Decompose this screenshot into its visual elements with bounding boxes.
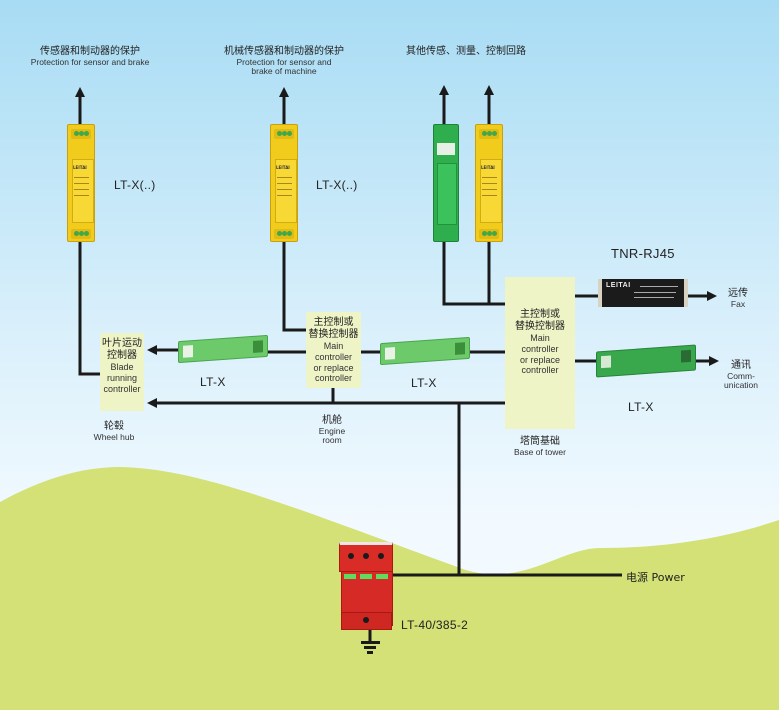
location-tower: 塔筒基础 Base of tower (500, 436, 580, 457)
label-comm-en1: Comm- (727, 370, 755, 381)
output-label-hub-en: Protection for sensor and brake (30, 56, 150, 67)
controller-main-engine: 主控制或 替换控制器 Main controller or replace co… (306, 312, 361, 388)
controller-main-engine-en3: or replace (313, 362, 354, 373)
output-label-engine-en1: Protection for sensor and (236, 56, 332, 67)
model-label-ltx-paren-1: LT-X(..) (114, 178, 156, 192)
output-label-engine-zh: 机械传感器和制动器的保护 (224, 46, 344, 57)
controller-main-engine-zh2: 替换控制器 (308, 329, 359, 340)
wire-tower-sensors (442, 242, 505, 306)
output-label-hub: 传感器和制动器的保护 Protection for sensor and bra… (20, 46, 160, 67)
location-hub: 轮毂 Wheel hub (84, 421, 144, 442)
label-power: 电源 Power (626, 567, 685, 585)
module-tnr-rj45: LEITAI (598, 279, 688, 307)
controller-main-tower-en2: controller (521, 343, 559, 354)
output-label-engine-en2: brake of machine (251, 66, 317, 77)
brand-logo: LEITAI (606, 282, 631, 289)
controller-blade-zh2: 控制器 (107, 350, 137, 361)
controller-blade: 叶片运动 控制器 Blade running controller (100, 333, 144, 411)
label-comm-en2: unication (723, 380, 759, 391)
controller-main-tower: 主控制或 替换控制器 Main controller or replace co… (505, 277, 575, 429)
label-fax: 远传 Fax (720, 288, 756, 309)
location-hub-zh: 轮毂 (104, 421, 124, 432)
output-label-hub-zh: 传感器和制动器的保护 (40, 46, 140, 57)
model-label-tnr: TNR-RJ45 (611, 246, 675, 261)
location-tower-zh: 塔筒基础 (520, 436, 560, 447)
controller-main-engine-en2: controller (314, 351, 352, 362)
label-power-text: 电源 Power (626, 571, 685, 584)
controller-blade-en3: controller (103, 383, 141, 394)
output-label-engine: 机械传感器和制动器的保护 Protection for sensor and b… (214, 46, 354, 77)
location-tower-en: Base of tower (514, 446, 566, 457)
controller-blade-en1: Blade (110, 362, 134, 372)
model-label-ltx-2: LT-X (411, 376, 437, 390)
controller-blade-zh1: 叶片运动 (102, 338, 142, 349)
controller-main-tower-zh2: 替换控制器 (515, 321, 565, 332)
controller-main-tower-en3: or replace (519, 354, 561, 365)
label-fax-en: Fax (730, 298, 746, 309)
brand-logo: LEITAI (481, 165, 495, 170)
label-comm: 通讯 Comm- unication (716, 360, 766, 391)
module-ltx-paren-hub: LEITAI (67, 124, 95, 242)
controller-main-tower-zh1: 主控制或 (520, 309, 560, 320)
output-label-tower: 其他传感、测量、控制回路 (406, 46, 536, 58)
module-green-tower (433, 124, 459, 242)
wire-hub-sensor (78, 242, 100, 376)
model-label-ltx-1: LT-X (200, 375, 226, 389)
location-engine-zh: 机舱 (322, 415, 342, 426)
module-ltx-paren-engine: LEITAI (270, 124, 298, 242)
controller-main-tower-en4: controller (521, 365, 559, 376)
label-fax-zh: 远传 (728, 288, 748, 299)
model-label-ltx-paren-2: LT-X(..) (316, 178, 358, 192)
brand-logo: LEITAI (73, 165, 87, 170)
controller-main-engine-en4: controller (314, 373, 352, 384)
module-ltx-paren-tower: LEITAI (475, 124, 503, 242)
module-spd (339, 542, 394, 630)
brand-logo: LEITAI (276, 165, 290, 170)
ground-symbol (361, 641, 380, 654)
controller-main-tower-en1: Main (530, 333, 550, 343)
output-label-tower-zh: 其他传感、测量、控制回路 (406, 46, 526, 57)
label-comm-zh: 通讯 (731, 360, 751, 371)
controller-main-engine-zh1: 主控制或 (313, 317, 354, 328)
wires (75, 85, 719, 642)
model-label-spd: LT-40/385-2 (401, 618, 469, 632)
location-engine-en2: room (322, 435, 342, 446)
controller-blade-en2: running (106, 372, 138, 383)
location-engine-en1: Engine (318, 425, 346, 436)
location-engine: 机舱 Engine room (302, 415, 362, 446)
controller-main-engine-en1: Main (323, 341, 344, 351)
wire-engine-sensor (282, 242, 306, 332)
location-hub-en: Wheel hub (93, 431, 135, 442)
model-label-ltx-3: LT-X (628, 400, 654, 414)
